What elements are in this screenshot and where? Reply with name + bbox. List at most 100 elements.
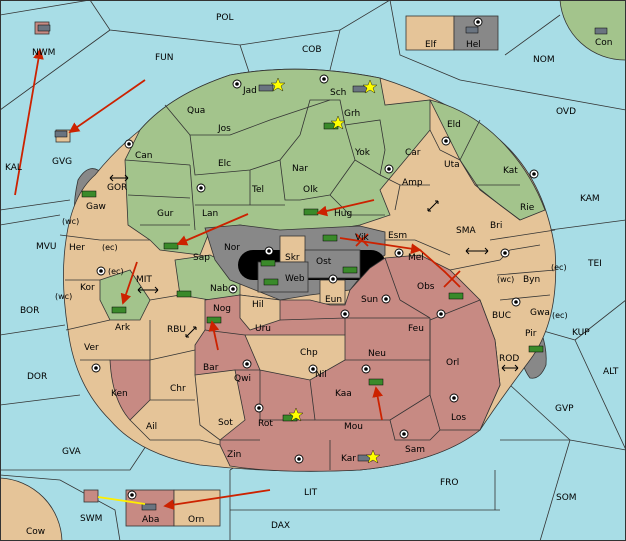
label-ken[interactable]: Ken bbox=[111, 389, 128, 399]
sea-rod[interactable]: ROD bbox=[499, 354, 519, 364]
territory-elf[interactable] bbox=[405, 15, 455, 51]
label-uta[interactable]: Uta bbox=[444, 160, 460, 170]
territory-orl-los[interactable] bbox=[429, 299, 501, 431]
label-ver[interactable]: Ver bbox=[84, 343, 99, 353]
sea-fun[interactable]: FUN bbox=[155, 53, 174, 63]
label-chp[interactable]: Chp bbox=[300, 348, 318, 358]
sea-pol[interactable]: POL bbox=[216, 13, 234, 23]
territory-chp[interactable] bbox=[244, 334, 346, 381]
label-nog[interactable]: Nog bbox=[213, 304, 231, 314]
sea-bor[interactable]: BOR bbox=[20, 306, 39, 316]
sea-sma[interactable]: SMA bbox=[456, 226, 476, 236]
label-orl[interactable]: Orl bbox=[446, 358, 459, 368]
label-byn[interactable]: Byn bbox=[523, 275, 540, 285]
unit-tank[interactable] bbox=[258, 84, 274, 92]
sea-tei[interactable]: TEI bbox=[587, 259, 602, 269]
territory-ost[interactable] bbox=[304, 249, 361, 279]
label-ost[interactable]: Ost bbox=[316, 257, 332, 267]
label-mou[interactable]: Mou bbox=[344, 422, 363, 432]
label-hil[interactable]: Hil bbox=[252, 300, 264, 310]
sea-fro[interactable]: FRO bbox=[440, 478, 459, 488]
label-hug[interactable]: Hug bbox=[334, 209, 352, 219]
label-amp[interactable]: Amp bbox=[402, 178, 423, 188]
label-ail[interactable]: Ail bbox=[146, 422, 157, 432]
territory-hil[interactable] bbox=[239, 294, 281, 331]
label-gur[interactable]: Gur bbox=[157, 209, 174, 219]
label-aba[interactable]: Aba bbox=[142, 515, 159, 525]
label-uru[interactable]: Uru bbox=[255, 324, 271, 334]
label-nor[interactable]: Nor bbox=[224, 243, 240, 253]
unit-tank[interactable] bbox=[465, 26, 479, 34]
label-tel[interactable]: Tel bbox=[251, 185, 264, 195]
label-sch[interactable]: Sch bbox=[330, 88, 346, 98]
label-gaw[interactable]: Gaw bbox=[86, 202, 106, 212]
label-car[interactable]: Car bbox=[405, 148, 421, 158]
label-qwi[interactable]: Qwi bbox=[234, 374, 251, 384]
label-feu[interactable]: Feu bbox=[408, 324, 424, 334]
unit-tank[interactable] bbox=[206, 316, 222, 324]
label-jos[interactable]: Jos bbox=[217, 124, 231, 134]
unit-tank[interactable] bbox=[111, 306, 127, 314]
unit-tank[interactable] bbox=[303, 208, 319, 216]
label-rot[interactable]: Rot bbox=[258, 419, 273, 429]
label-kar[interactable]: Kar bbox=[341, 454, 356, 464]
territory-cow[interactable] bbox=[0, 477, 63, 541]
sea-mvu[interactable]: MVU bbox=[36, 242, 57, 252]
label-yok[interactable]: Yok bbox=[354, 148, 371, 158]
label-hel[interactable]: Hel bbox=[466, 40, 481, 50]
sea-lit[interactable]: LIT bbox=[304, 488, 318, 498]
label-pir[interactable]: Pir bbox=[525, 329, 537, 339]
unit-tank[interactable] bbox=[594, 27, 608, 35]
unit-tank[interactable] bbox=[263, 278, 279, 286]
label-bri[interactable]: Bri bbox=[490, 221, 502, 231]
label-sun[interactable]: Sun bbox=[361, 295, 378, 305]
label-swm[interactable]: SWM bbox=[80, 514, 102, 524]
unit-tank[interactable] bbox=[368, 378, 384, 386]
unit-tank[interactable] bbox=[528, 345, 544, 353]
sea-kal[interactable]: KAL bbox=[5, 163, 22, 173]
sea-cob[interactable]: COB bbox=[302, 45, 322, 55]
unit-tank[interactable] bbox=[322, 234, 338, 242]
label-jad[interactable]: Jad bbox=[242, 86, 257, 96]
label-lan[interactable]: Lan bbox=[202, 209, 218, 219]
label-nwm[interactable]: NWM bbox=[32, 48, 55, 58]
label-bar[interactable]: Bar bbox=[203, 363, 219, 373]
label-kaa[interactable]: Kaa bbox=[335, 389, 352, 399]
label-sot[interactable]: Sot bbox=[218, 418, 233, 428]
label-sam[interactable]: Sam bbox=[405, 445, 425, 455]
sea-kam[interactable]: KAM bbox=[580, 194, 600, 204]
label-nil[interactable]: Nil bbox=[315, 370, 327, 380]
sea-rbu[interactable]: RBU bbox=[167, 325, 186, 335]
label-los[interactable]: Los bbox=[451, 413, 466, 423]
label-neu[interactable]: Neu bbox=[368, 349, 386, 359]
label-vik[interactable]: Vik bbox=[355, 233, 369, 243]
label-orn[interactable]: Orn bbox=[188, 515, 204, 525]
label-esm[interactable]: Esm bbox=[388, 231, 407, 241]
label-elf[interactable]: Elf bbox=[425, 40, 437, 50]
label-grh[interactable]: Grh bbox=[344, 109, 360, 119]
territory-sot[interactable] bbox=[194, 369, 246, 441]
label-elc[interactable]: Elc bbox=[218, 159, 231, 169]
label-gwa[interactable]: Gwa bbox=[530, 308, 550, 318]
label-rie[interactable]: Rie bbox=[520, 203, 535, 213]
sea-buc[interactable]: BUC bbox=[492, 311, 511, 321]
sea-gor[interactable]: GOR bbox=[107, 183, 127, 193]
label-cow[interactable]: Cow bbox=[26, 527, 45, 537]
territory-con[interactable] bbox=[559, 0, 626, 61]
sea-mit[interactable]: MIT bbox=[136, 275, 152, 285]
label-obs[interactable]: Obs bbox=[417, 282, 435, 292]
sea-dor[interactable]: DOR bbox=[27, 372, 47, 382]
sea-nom[interactable]: NOM bbox=[533, 55, 555, 65]
label-qua[interactable]: Qua bbox=[187, 106, 205, 116]
label-nar[interactable]: Nar bbox=[292, 164, 308, 174]
unit-tank[interactable] bbox=[176, 290, 192, 298]
label-sap[interactable]: Sap bbox=[193, 253, 210, 263]
label-chr[interactable]: Chr bbox=[170, 384, 186, 394]
unit-tank[interactable] bbox=[163, 242, 179, 250]
label-can[interactable]: Can bbox=[135, 151, 153, 161]
sea-alt[interactable]: ALT bbox=[603, 367, 619, 377]
label-kat[interactable]: Kat bbox=[503, 166, 518, 176]
territory-ken[interactable] bbox=[109, 359, 151, 421]
unit-tank[interactable] bbox=[260, 259, 276, 267]
unit-tank[interactable] bbox=[54, 130, 68, 138]
